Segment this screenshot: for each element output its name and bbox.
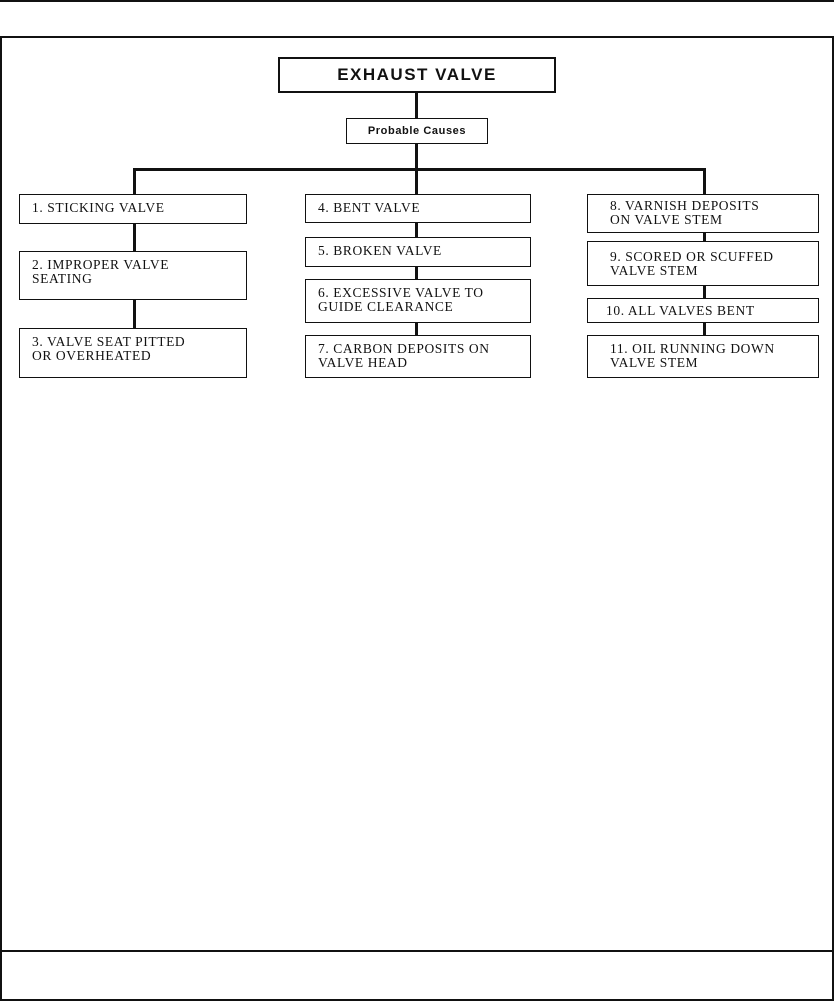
cause-box-4: 4. BENT VALVE — [305, 194, 531, 223]
branch-drop-left — [133, 168, 136, 194]
page-top-rule — [0, 0, 834, 2]
branch-drop-right — [703, 168, 706, 194]
connector-10-11 — [703, 322, 706, 335]
cause-box-10: 10. ALL VALVES BENT — [587, 298, 819, 323]
cause-box-1: 1. STICKING VALVE — [19, 194, 247, 224]
cause-box-8: 8. VARNISH DEPOSITS ON VALVE STEM — [587, 194, 819, 233]
diagram-subtitle: Probable Causes — [346, 118, 488, 144]
footer-divider — [2, 950, 832, 952]
cause-box-2: 2. IMPROPER VALVE SEATING — [19, 251, 247, 300]
branch-horizontal-line — [133, 168, 704, 171]
connector-6-7 — [415, 322, 418, 335]
connector-8-9 — [703, 232, 706, 241]
cause-box-9: 9. SCORED OR SCUFFED VALVE STEM — [587, 241, 819, 286]
connector-1-2 — [133, 223, 136, 251]
branch-drop-center — [415, 168, 418, 194]
connector-9-10 — [703, 285, 706, 298]
connector-5-6 — [415, 266, 418, 279]
title-to-subtitle-connector — [415, 92, 418, 118]
connector-2-3 — [133, 299, 136, 328]
cause-box-6: 6. EXCESSIVE VALVE TO GUIDE CLEARANCE — [305, 279, 531, 323]
cause-box-7: 7. CARBON DEPOSITS ON VALVE HEAD — [305, 335, 531, 378]
diagram-title: EXHAUST VALVE — [278, 57, 556, 93]
cause-box-3: 3. VALVE SEAT PITTED OR OVERHEATED — [19, 328, 247, 378]
diagram-frame — [0, 36, 834, 1001]
connector-4-5 — [415, 222, 418, 237]
cause-box-11: 11. OIL RUNNING DOWN VALVE STEM — [587, 335, 819, 378]
cause-box-5: 5. BROKEN VALVE — [305, 237, 531, 267]
subtitle-to-branch-connector — [415, 144, 418, 170]
